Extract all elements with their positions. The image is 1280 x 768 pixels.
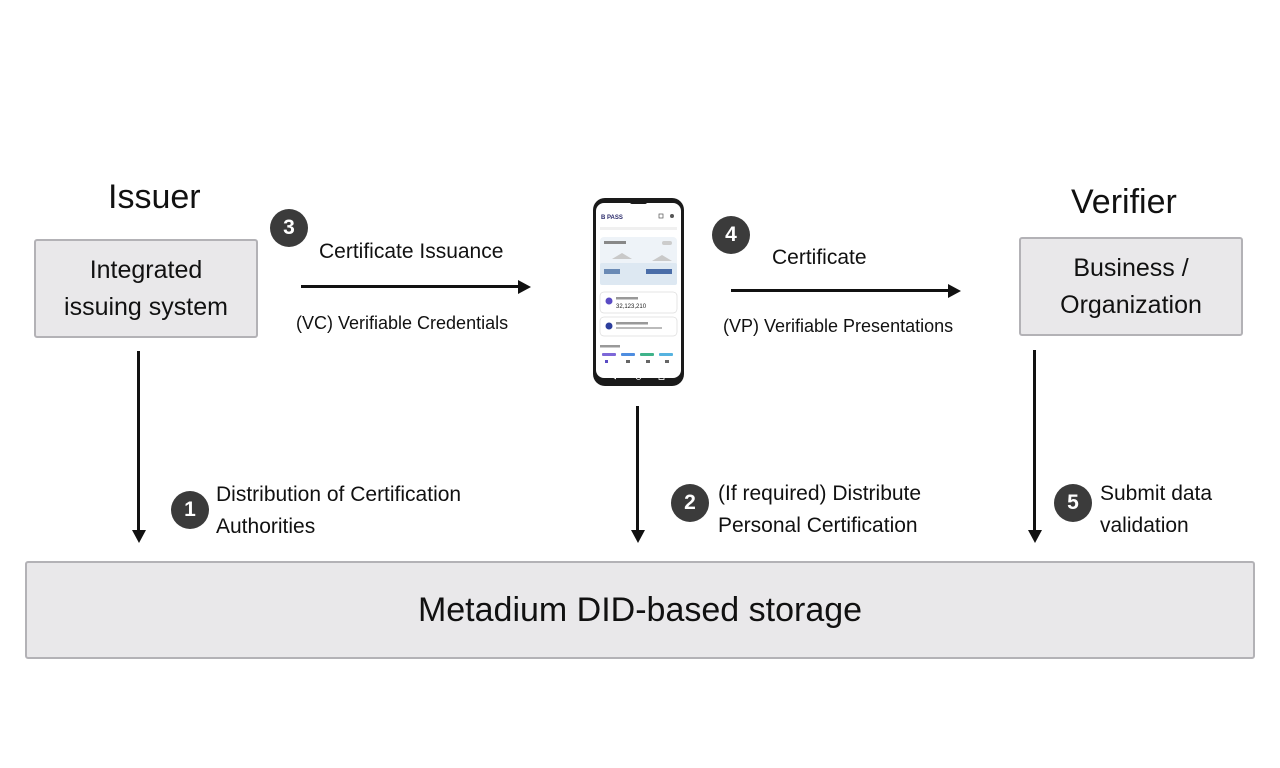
step-4-badge: 4	[712, 216, 750, 254]
step-3-label: Certificate Issuance	[319, 240, 504, 263]
did-storage-label: Metadium DID-based storage	[417, 590, 863, 629]
presentation-arrow	[731, 284, 961, 298]
smartphone: B PASS 32,123,210	[592, 197, 685, 387]
step-4-sublabel: (VP) Verifiable Presentations	[723, 316, 954, 336]
step-1-line1: Distribution of Certification	[216, 483, 462, 506]
issuer-down-arrow	[132, 351, 146, 543]
step-5-text: Submit data validation	[1100, 478, 1212, 542]
phone-balance: 32,123,210	[616, 304, 647, 310]
verifier-down-arrow	[1028, 350, 1042, 543]
step-1-badge: 1	[171, 491, 209, 529]
phone-illustration: B PASS 32,123,210	[593, 198, 684, 386]
step-5-badge: 5	[1054, 484, 1092, 522]
step-2-line2: Personal Certification	[718, 514, 918, 537]
step-4-label: Certificate	[772, 246, 867, 269]
step-1-text: Distribution of Certification Authoritie…	[216, 479, 461, 543]
issuer-box: Integrated issuing system	[34, 239, 258, 338]
issuer-heading: Issuer	[108, 178, 201, 216]
verifier-box-line1: Business /	[1073, 253, 1189, 282]
step-3-badge: 3	[270, 209, 308, 247]
issuer-box-line1: Integrated	[89, 255, 203, 284]
step-2-line1: (If required) Distribute	[718, 482, 922, 505]
step-5-line1: Submit data	[1100, 482, 1213, 505]
verifier-box-line2: Organization	[1060, 290, 1202, 319]
verifier-box: Business / Organization	[1019, 237, 1243, 336]
issuer-box-line2: issuing system	[64, 292, 228, 321]
step-1-line2: Authorities	[216, 515, 316, 538]
step-2-text: (If required) Distribute Personal Certif…	[718, 478, 921, 542]
phone-app-name: B PASS	[601, 215, 623, 221]
issuance-arrow	[301, 280, 531, 294]
verifier-heading: Verifier	[1071, 183, 1177, 221]
did-storage-box: Metadium DID-based storage	[25, 561, 1255, 659]
phone-down-arrow	[631, 406, 645, 543]
step-2-badge: 2	[671, 484, 709, 522]
step-5-line2: validation	[1100, 514, 1189, 537]
step-3-sublabel: (VC) Verifiable Credentials	[296, 313, 509, 333]
